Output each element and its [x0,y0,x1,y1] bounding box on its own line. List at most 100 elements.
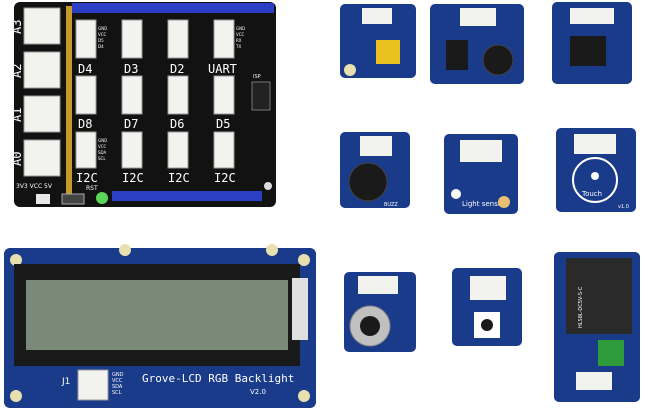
buzzer-label: BUZZ [384,202,398,208]
grove-port [213,75,235,115]
mount-hole [10,254,22,266]
buzzer [348,162,388,202]
base-shield-board: A3 A2 A1 A0 D4 D3 D2 UART D8 D7 D6 [10,2,276,207]
lcd-pin: SDA [112,384,123,390]
pin-label: SDA [98,150,107,155]
grove-port [574,134,616,154]
analog-port [23,51,61,89]
button-module [452,268,522,346]
pin-label: D4 [98,44,104,49]
relay-text: HLS8L-DC5V-S-C [578,286,584,328]
grove-port [121,75,143,115]
pin-label: VCC [236,32,245,37]
pin-label: GND [236,26,245,31]
lcd-pin: GND [112,372,124,378]
grove-port [576,372,612,390]
shield-header-bottom [112,191,262,201]
lcd-connector-label: J1 [61,377,70,387]
pin-label: TX [235,44,241,49]
isp-header [251,81,271,111]
grove-port [213,19,235,59]
grove-port [121,19,143,59]
grove-port [213,131,235,169]
lcd-title: Grove-LCD RGB Backlight [142,372,294,385]
push-button-cap [481,319,493,331]
port-label: D7 [124,117,138,131]
grove-port [167,131,189,169]
rotary-angle-module [344,272,416,352]
pin-label: VCC [98,32,107,37]
mount-hole [119,244,131,256]
port-label: I2C [168,171,190,185]
mount-hole [298,390,310,402]
grove-port [75,131,97,169]
shield-analog-ports: A3 A2 A1 A0 [10,7,61,177]
photoresistor [498,196,510,208]
grove-port [75,75,97,115]
mount-hole [264,182,272,190]
port-label: UART [208,62,237,76]
buzzer-module: BUZZ [340,132,410,208]
module-version: v1.0 [618,204,629,210]
grove-port [570,8,614,24]
shield-port-grid: D4 D3 D2 UART D8 D7 D6 D5 I2C I2C I2C I2… [75,19,245,185]
port-label: D2 [170,62,184,76]
port-label: D6 [170,117,184,131]
lcd-pin: VCC [112,378,123,384]
light-sensor-label: Light sensor [462,200,505,208]
touch-pad [572,157,618,203]
switch-knob [376,40,400,64]
rtc-module [552,2,632,84]
light-sensor-module: Light sensor [444,134,518,214]
port-label: D8 [78,117,92,131]
fan-icon [451,189,461,199]
grove-port [362,8,392,24]
pin-label: GND [98,138,107,143]
isp-label: ISP [253,74,261,80]
analog-port [23,139,61,177]
analog-port [23,95,61,133]
pin-label: GND [98,26,107,31]
pin-label: RX [236,38,242,43]
lcd-module: J1 GND VCC SDA SCL Grove-LCD RGB Backlig… [4,244,316,408]
mount-hole [10,390,22,402]
lcd-side-connector [292,278,308,340]
grove-port [360,136,392,156]
voltage-switch [36,194,50,204]
mount-hole [344,64,356,76]
mount-hole [298,254,310,266]
pin-label: SCL [98,156,106,161]
port-label: I2C [122,171,144,185]
grove-port [460,140,502,162]
rotary-switch-module [340,4,416,78]
pin-label: VCC [98,144,107,149]
grove-port [460,8,496,26]
analog-label: A2 [10,64,24,78]
analog-label: A0 [10,152,24,166]
microphone-module [430,4,524,84]
grove-port [121,131,143,169]
port-label: D4 [78,62,92,76]
screw-terminal [598,340,624,366]
port-label: I2C [76,171,98,185]
analog-label: A3 [10,20,24,34]
shield-header-top [72,3,274,13]
port-label: D5 [216,117,230,131]
ic-chip [446,40,468,70]
rst-label: RST [86,185,98,192]
touch-icon [591,172,599,180]
grove-port [167,19,189,59]
touch-sensor-module: Touch v1.0 [556,128,636,212]
microphone [482,44,514,76]
ic-chip [570,36,606,66]
analog-port [23,7,61,45]
shield-edge-strip [66,6,72,204]
grove-port [358,276,398,294]
grove-port [470,276,506,300]
power-led [96,192,108,204]
analog-label: A1 [10,108,24,122]
potentiometer-shaft [360,316,380,336]
lcd-grove-port [77,369,109,401]
voltage-label: 3V3 VCC 5V [16,183,53,190]
